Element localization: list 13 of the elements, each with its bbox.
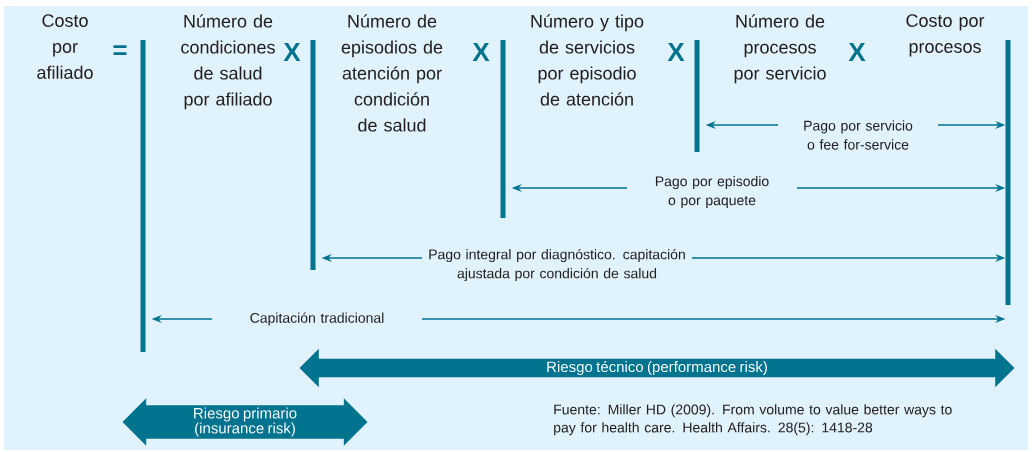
edge-label: Pago por episodio o por paquete bbox=[627, 174, 797, 209]
term-text: Número y tipo de servicios por episodio de atención bbox=[531, 14, 644, 106]
operator-sign: X bbox=[848, 43, 866, 61]
term-text: Número de episodios de atención por condición de salud bbox=[341, 14, 443, 132]
vertical-bar bbox=[140, 40, 146, 352]
source-note: Fuente: Miller HD (2009). From volume to value better ways to pay for health care. Health Affairs. 28(5): 1418-28 bbox=[554, 404, 952, 436]
edge-label: Pago por servicio o fee for-service bbox=[778, 119, 938, 151]
vertical-bar bbox=[310, 40, 316, 270]
edge-label: Pago integral por diagnóstico. capitación ajustada por condición de salud bbox=[422, 247, 692, 283]
vertical-bar bbox=[694, 40, 700, 152]
vertical-bar bbox=[500, 40, 506, 218]
term-text: Número de condiciones de salud por afiliado bbox=[181, 14, 275, 110]
edge-label: Capitación tradicional bbox=[212, 311, 422, 327]
